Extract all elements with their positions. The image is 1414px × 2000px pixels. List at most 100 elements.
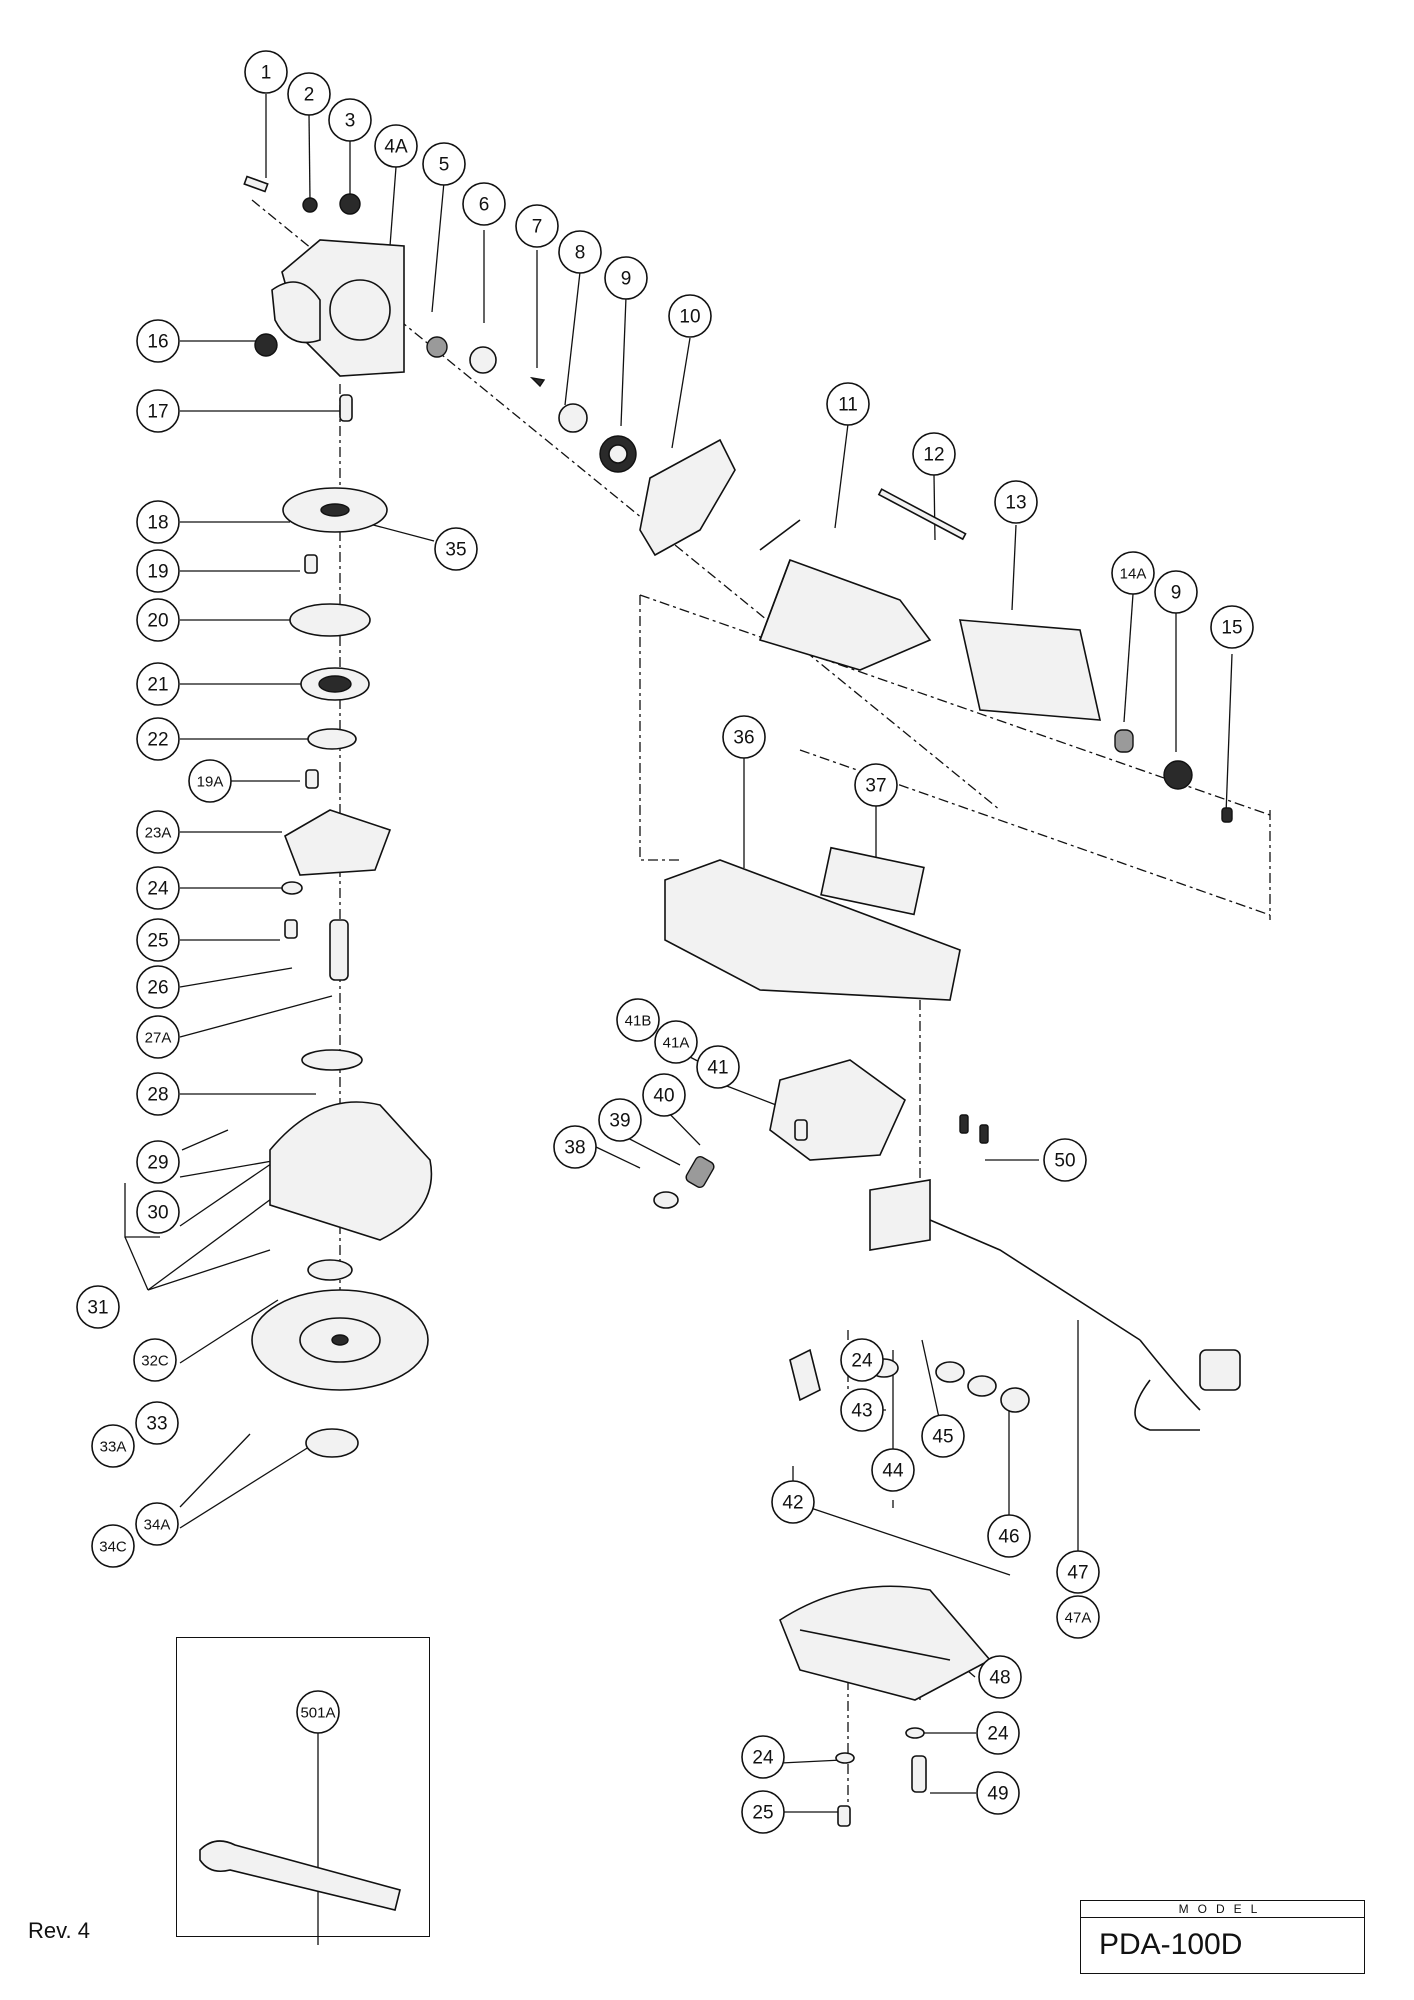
callout-circle xyxy=(976,1771,1020,1815)
callout-circle xyxy=(871,1448,915,1492)
callout-44: 44 xyxy=(871,1448,915,1492)
callout-1: 1 xyxy=(244,50,288,94)
callout-circle xyxy=(553,1125,597,1169)
callout-text: 4A xyxy=(384,137,408,158)
callout-text: 45 xyxy=(932,1427,953,1448)
callout-text: 41B xyxy=(625,1013,652,1030)
revision-label: Rev. 4 xyxy=(28,1918,90,1943)
callout-circle xyxy=(1043,1138,1087,1182)
callout-circle xyxy=(1056,1595,1100,1639)
callout-circle xyxy=(136,1190,180,1234)
callout-35: 35 xyxy=(434,527,478,571)
callout-17: 17 xyxy=(136,389,180,433)
model-header: MODEL xyxy=(1081,1901,1364,1918)
callout-text: 33A xyxy=(100,1439,127,1456)
callout-4a: 4A xyxy=(374,124,418,168)
assembly-axis-lines xyxy=(251,199,1271,1820)
callout-circle xyxy=(136,389,180,433)
callout-text: 19 xyxy=(147,562,168,583)
callout-text: 43 xyxy=(851,1401,872,1422)
armature xyxy=(758,488,967,671)
callout-text: 40 xyxy=(653,1086,674,1107)
callout-circle xyxy=(244,50,288,94)
callout-circle xyxy=(422,142,466,186)
callout-circle xyxy=(296,1690,340,1734)
callout-46: 46 xyxy=(987,1514,1031,1558)
callout-circle xyxy=(921,1414,965,1458)
callout-10: 10 xyxy=(668,294,712,338)
callout-text: 501A xyxy=(300,1705,335,1722)
pinion-bearing-set xyxy=(426,336,736,557)
callout-34c: 34C xyxy=(91,1524,135,1568)
callout-circle xyxy=(135,1401,179,1445)
callout-text: 24 xyxy=(147,879,169,900)
callout-text: 35 xyxy=(445,540,466,561)
callout-8: 8 xyxy=(558,230,602,274)
callout-text: 47 xyxy=(1067,1563,1088,1584)
callout-circle xyxy=(978,1655,1022,1699)
callout-text: 29 xyxy=(147,1153,168,1174)
callout-6: 6 xyxy=(462,182,506,226)
callout-circle xyxy=(598,1098,642,1142)
callout-circle xyxy=(76,1285,120,1329)
callout-45: 45 xyxy=(921,1414,965,1458)
cord-assembly xyxy=(869,1179,1241,1431)
callout-text: 7 xyxy=(532,217,543,238)
callout-text: 23A xyxy=(145,825,172,842)
callout-5: 5 xyxy=(422,142,466,186)
callout-text: 50 xyxy=(1054,1151,1075,1172)
callout-text: 5 xyxy=(439,155,450,176)
callout-24a: 24 xyxy=(136,866,180,910)
callout-circle xyxy=(1111,551,1155,595)
callout-text: 38 xyxy=(564,1138,585,1159)
callout-circle xyxy=(642,1073,686,1117)
callout-14a: 14A xyxy=(1111,551,1155,595)
callout-text: 24 xyxy=(851,1351,873,1372)
callout-text: 46 xyxy=(998,1527,1019,1548)
model-name: PDA-100D xyxy=(1099,1928,1243,1961)
callout-49: 49 xyxy=(976,1771,1020,1815)
callout-circle xyxy=(912,432,956,476)
callout-text: 9 xyxy=(621,269,632,290)
callout-42: 42 xyxy=(771,1480,815,1524)
callout-47a: 47A xyxy=(1056,1595,1100,1639)
callout-43: 43 xyxy=(840,1388,884,1432)
callout-text: 27A xyxy=(145,1030,172,1047)
callout-27a: 27A xyxy=(136,1015,180,1059)
callout-501a: 501A xyxy=(296,1690,340,1734)
callout-circle xyxy=(136,500,180,544)
callout-text: 48 xyxy=(989,1668,1010,1689)
callout-text: 22 xyxy=(147,730,168,751)
callout-circle xyxy=(1056,1550,1100,1594)
callout-text: 34A xyxy=(144,1517,171,1534)
callout-38: 38 xyxy=(553,1125,597,1169)
callout-circle xyxy=(136,319,180,363)
callout-circle xyxy=(374,124,418,168)
callout-text: 6 xyxy=(479,195,490,216)
callout-50: 50 xyxy=(1043,1138,1087,1182)
callout-text: 21 xyxy=(147,675,168,696)
callout-41: 41 xyxy=(696,1045,740,1089)
handle-cover xyxy=(779,1348,1030,1827)
callout-22: 22 xyxy=(136,717,180,761)
callout-text: 32C xyxy=(141,1353,169,1370)
callout-18: 18 xyxy=(136,500,180,544)
accessory-frame xyxy=(176,1637,430,1937)
callout-text: 34C xyxy=(99,1539,127,1556)
callout-circle xyxy=(558,230,602,274)
callout-text: 3 xyxy=(345,111,356,132)
callout-circle xyxy=(136,717,180,761)
callout-11: 11 xyxy=(826,382,870,426)
callout-16: 16 xyxy=(136,319,180,363)
callout-text: 18 xyxy=(147,513,168,534)
callout-text: 47A xyxy=(1065,1610,1092,1627)
callout-circle xyxy=(287,72,331,116)
callout-circle xyxy=(133,1338,177,1382)
callout-circle xyxy=(771,1480,815,1524)
callout-24b: 24 xyxy=(840,1338,884,1382)
callout-circle xyxy=(604,256,648,300)
callout-text: 49 xyxy=(987,1784,1008,1805)
callout-text: 8 xyxy=(575,243,586,264)
callout-text: 37 xyxy=(865,776,886,797)
